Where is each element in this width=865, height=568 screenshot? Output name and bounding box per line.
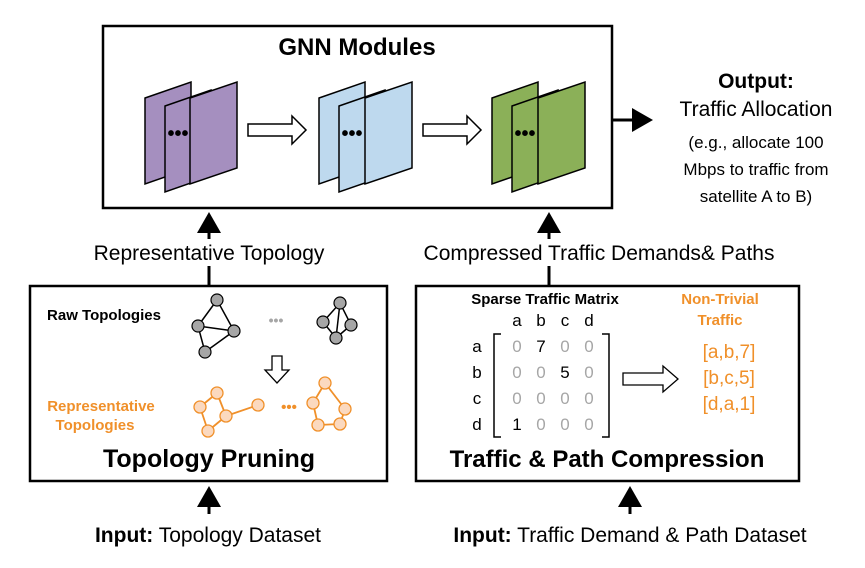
non-trivial-label: Traffic xyxy=(697,312,742,329)
representative-topology-graph xyxy=(306,376,352,432)
non-trivial-triple: [a,b,7] xyxy=(703,342,756,363)
gnn-modules-box: GNN Modules ••• ••• ••• xyxy=(101,24,614,210)
non-trivial-triple: [d,a,1] xyxy=(703,394,756,415)
representative-topology-label: Representative Topology xyxy=(94,242,325,265)
matrix-col-header: d xyxy=(584,311,593,330)
matrix-row-headers: a b c d xyxy=(472,337,482,434)
matrix-cell: 1 xyxy=(512,415,521,434)
blue-dots: ••• xyxy=(341,123,362,145)
matrix-cell: 0 xyxy=(512,389,521,408)
hollow-arrow-icon xyxy=(422,114,483,146)
right-input-label: Input: Traffic Demand & Path Dataset xyxy=(453,524,806,547)
matrix-cell: 7 xyxy=(536,337,545,356)
raw-topology-graph xyxy=(316,296,358,345)
matrix-cell: 0 xyxy=(584,337,593,356)
matrix-row-header: b xyxy=(472,363,481,382)
topology-pruning-box: Raw Topologies ••• xyxy=(28,284,389,483)
matrix-cell: 0 xyxy=(560,389,569,408)
matrix-column-headers: a b c d xyxy=(512,311,593,330)
topology-pruning-title: Topology Pruning xyxy=(103,445,315,473)
matrix-left-bracket xyxy=(493,333,501,438)
green-layer-stack xyxy=(491,80,586,194)
input-bold: Input: xyxy=(453,524,511,547)
matrix-col-header: c xyxy=(561,311,570,330)
output-example-line: Mbps to traffic from xyxy=(683,160,828,179)
sparse-matrix-title: Sparse Traffic Matrix xyxy=(471,291,619,308)
raw-topology-graph xyxy=(191,293,241,359)
representative-topology-graph xyxy=(193,386,265,438)
matrix-row-header: c xyxy=(473,389,482,408)
matrix-cell: 0 xyxy=(536,363,545,382)
hollow-arrow-icon xyxy=(622,364,679,394)
matrix-cell: 0 xyxy=(584,363,593,382)
non-trivial-label: Non-Trivial xyxy=(681,291,759,308)
hollow-down-arrow-icon xyxy=(263,355,291,384)
raw-topologies-dots: ••• xyxy=(269,312,284,328)
input-text: Traffic Demand & Path Dataset xyxy=(512,524,807,547)
hollow-arrow-icon xyxy=(247,114,308,146)
compressed-traffic-label: Compressed Traffic Demands& Paths xyxy=(424,242,775,265)
input-bold: Input: xyxy=(95,524,153,547)
purple-dots: ••• xyxy=(167,123,188,145)
matrix-row-header: a xyxy=(472,337,482,356)
green-dots: ••• xyxy=(514,123,535,145)
non-trivial-triple: [b,c,5] xyxy=(703,368,755,389)
representative-topologies-label: Representative xyxy=(47,398,155,415)
matrix-col-header: b xyxy=(536,311,545,330)
input-text: Topology Dataset xyxy=(153,524,321,547)
matrix-cell: 0 xyxy=(536,389,545,408)
output-block: Output: Traffic Allocation (e.g., alloca… xyxy=(680,70,833,206)
output-heading: Output: xyxy=(718,70,794,93)
gnn-modules-title: GNN Modules xyxy=(278,34,435,61)
matrix-row-header: d xyxy=(472,415,481,434)
purple-layer-stack xyxy=(144,80,238,194)
matrix-cell: 0 xyxy=(584,415,593,434)
matrix-col-header: a xyxy=(512,311,522,330)
matrix-cell: 0 xyxy=(536,415,545,434)
matrix-cell: 5 xyxy=(560,363,569,382)
matrix-cell: 0 xyxy=(560,337,569,356)
representative-topologies-dots: ••• xyxy=(281,399,297,416)
output-example-line: (e.g., allocate 100 xyxy=(688,133,823,152)
left-input-label: Input: Topology Dataset xyxy=(95,524,321,547)
raw-topologies-label: Raw Topologies xyxy=(47,307,161,324)
matrix-cell: 0 xyxy=(512,337,521,356)
matrix-right-bracket xyxy=(602,333,610,438)
representative-topologies-label: Topologies xyxy=(56,417,135,434)
output-value: Traffic Allocation xyxy=(680,98,833,121)
output-example-line: satellite A to B) xyxy=(700,187,812,206)
blue-layer-stack xyxy=(318,80,413,194)
matrix-cell: 0 xyxy=(560,415,569,434)
matrix-cell: 0 xyxy=(584,389,593,408)
matrix-cell: 0 xyxy=(512,363,521,382)
traffic-compression-title: Traffic & Path Compression xyxy=(450,446,765,473)
